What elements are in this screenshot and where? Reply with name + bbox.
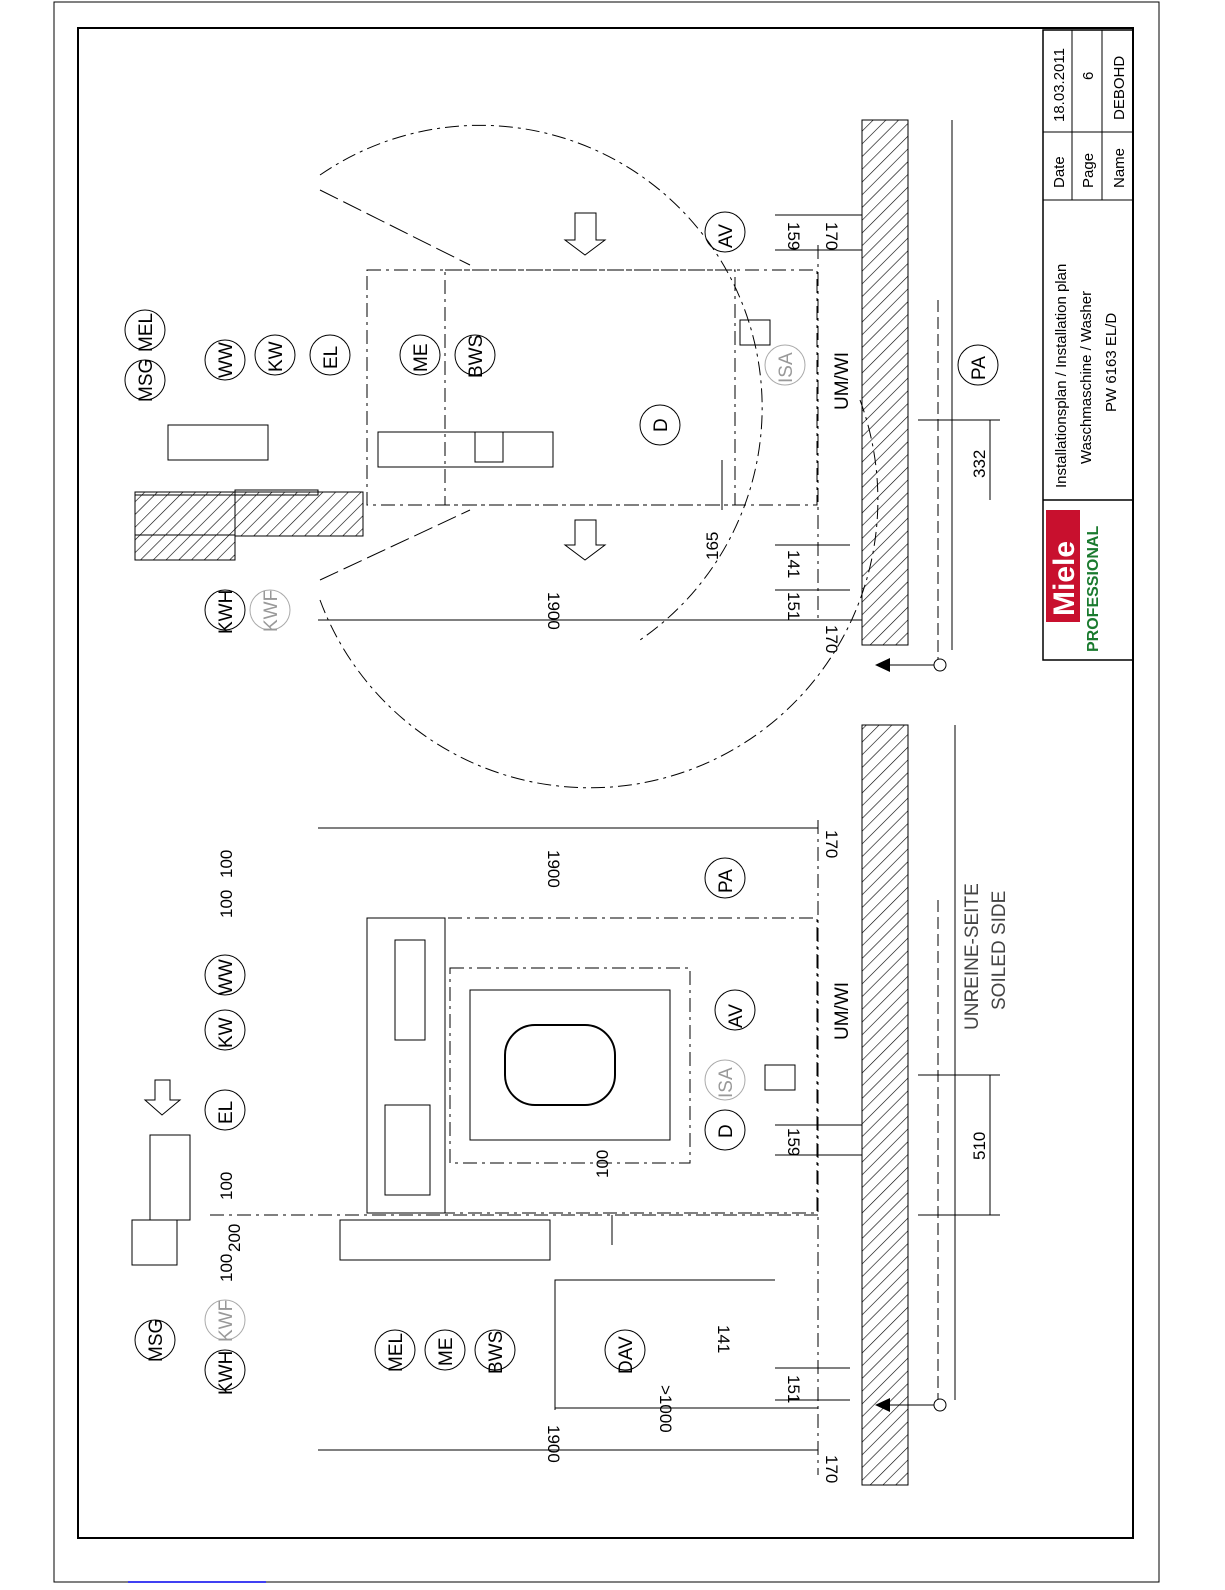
side-pa-label: PA: [969, 356, 990, 380]
side-el-label: EL: [321, 346, 342, 369]
front-dim-100e: 100: [217, 850, 236, 878]
front-dim-top-1900: 1900: [544, 850, 563, 888]
front-dim-100c: 100: [217, 1254, 236, 1282]
side-mel-label: MEL: [136, 313, 157, 352]
front-dav-label: DAV: [616, 1336, 637, 1374]
front-ww-label: WW: [216, 959, 237, 995]
machine-body-side: [366, 269, 818, 506]
side-isa-label: ISA: [776, 352, 797, 383]
front-dim-100b: 100: [217, 1172, 236, 1200]
door-swing-arc: [319, 124, 763, 641]
svg-text:PROFESSIONAL: PROFESSIONAL: [1085, 526, 1102, 652]
side-dim-170: 170: [822, 625, 841, 653]
front-bws-label: BWS: [486, 1331, 507, 1374]
front-dim-100d: 100: [217, 890, 236, 918]
side-me-label: ME: [411, 344, 432, 373]
side-msg-label: MSG: [136, 359, 157, 402]
front-dim-170: 170: [822, 1455, 841, 1483]
side-kw-label: KW: [266, 341, 287, 372]
drawing-frame: [77, 27, 1134, 1539]
front-kw-label: KW: [216, 1017, 237, 1048]
front-pa-label: PA: [716, 869, 737, 893]
soiled-side-de: UNREINE-SEITE: [962, 883, 983, 1030]
side-kwh-label: KWH: [216, 590, 237, 634]
pipe-mel-front: [339, 1219, 551, 1261]
front-dim-151: 151: [784, 1375, 803, 1403]
front-kwh-label: KWH: [216, 1351, 237, 1395]
title-line-3: PW 6163 EL/D: [1103, 313, 1120, 412]
side-dim-170b: 170: [822, 222, 841, 250]
side-label-circles: [124, 211, 999, 631]
side-av-label: AV: [716, 224, 737, 248]
name-value: DEBOHD: [1111, 56, 1128, 120]
front-dim-1000: >1000: [656, 1385, 675, 1433]
front-mel-label: MEL: [386, 1333, 407, 1372]
page-value: 6: [1080, 72, 1097, 80]
floor-hatch-front: [861, 724, 909, 1486]
door-window: [504, 1024, 616, 1106]
page-border: [53, 1, 1160, 1583]
soiled-side-en: SOILED SIDE: [989, 891, 1010, 1010]
front-dim-141: 141: [714, 1325, 733, 1353]
side-d-label: D: [651, 418, 672, 432]
machine-body-front: [366, 917, 818, 1214]
front-me-label: ME: [436, 1338, 457, 1367]
side-dim-159: 159: [784, 222, 803, 250]
date-label: Date: [1051, 156, 1068, 188]
front-d-label: D: [716, 1124, 737, 1138]
front-dim-top-170: 170: [822, 830, 841, 858]
front-dim-200: 200: [225, 1224, 244, 1252]
title-line-2: Waschmaschine / Washer: [1078, 291, 1095, 464]
front-view: MSG KWH KWF MEL ME BWS DAV EL KW WW D IS…: [131, 724, 1010, 1486]
front-av-label: AV: [726, 1004, 747, 1028]
side-ww-label: WW: [216, 342, 237, 378]
side-dim-141: 141: [784, 550, 803, 578]
front-dim-159: 159: [784, 1128, 803, 1156]
side-dim-332: 332: [970, 450, 989, 478]
front-msg-label: MSG: [146, 1319, 167, 1362]
side-kwf-label: KWF: [261, 590, 282, 632]
side-dim-165: 165: [703, 532, 722, 560]
date-value: 18.03.2011: [1051, 48, 1068, 122]
side-umwi-label: UM/WI: [832, 352, 853, 410]
front-dim-100a: 100: [593, 1150, 612, 1178]
front-el-label: EL: [216, 1101, 237, 1124]
side-bws-label: BWS: [466, 335, 487, 378]
side-dim-1900: 1900: [544, 592, 563, 630]
front-umwi-label: UM/WI: [832, 982, 853, 1040]
name-label: Name: [1111, 148, 1128, 188]
front-label-circles: [134, 857, 756, 1391]
title-block: Miele PROFESSIONAL Installationsplan / I…: [1042, 29, 1134, 661]
side-dim-151: 151: [784, 592, 803, 620]
front-kwf-label: KWF: [216, 1300, 237, 1342]
front-isa-label: ISA: [716, 1067, 737, 1098]
title-line-1: Installationsplan / Installation plan: [1053, 264, 1070, 488]
pipe-mel-side: [167, 424, 269, 461]
floor-hatch-side: [861, 119, 909, 646]
front-dim-510: 510: [970, 1132, 989, 1160]
front-dim-1900: 1900: [544, 1425, 563, 1463]
miele-professional-logo: Miele PROFESSIONAL: [1046, 510, 1102, 652]
side-view: MSG MEL WW KW EL ME BWS KWH KWF D AV ISA…: [124, 119, 1000, 789]
page-label: Page: [1080, 153, 1097, 188]
svg-text:Miele: Miele: [1048, 541, 1081, 616]
wall-hatch-side: [134, 491, 236, 561]
